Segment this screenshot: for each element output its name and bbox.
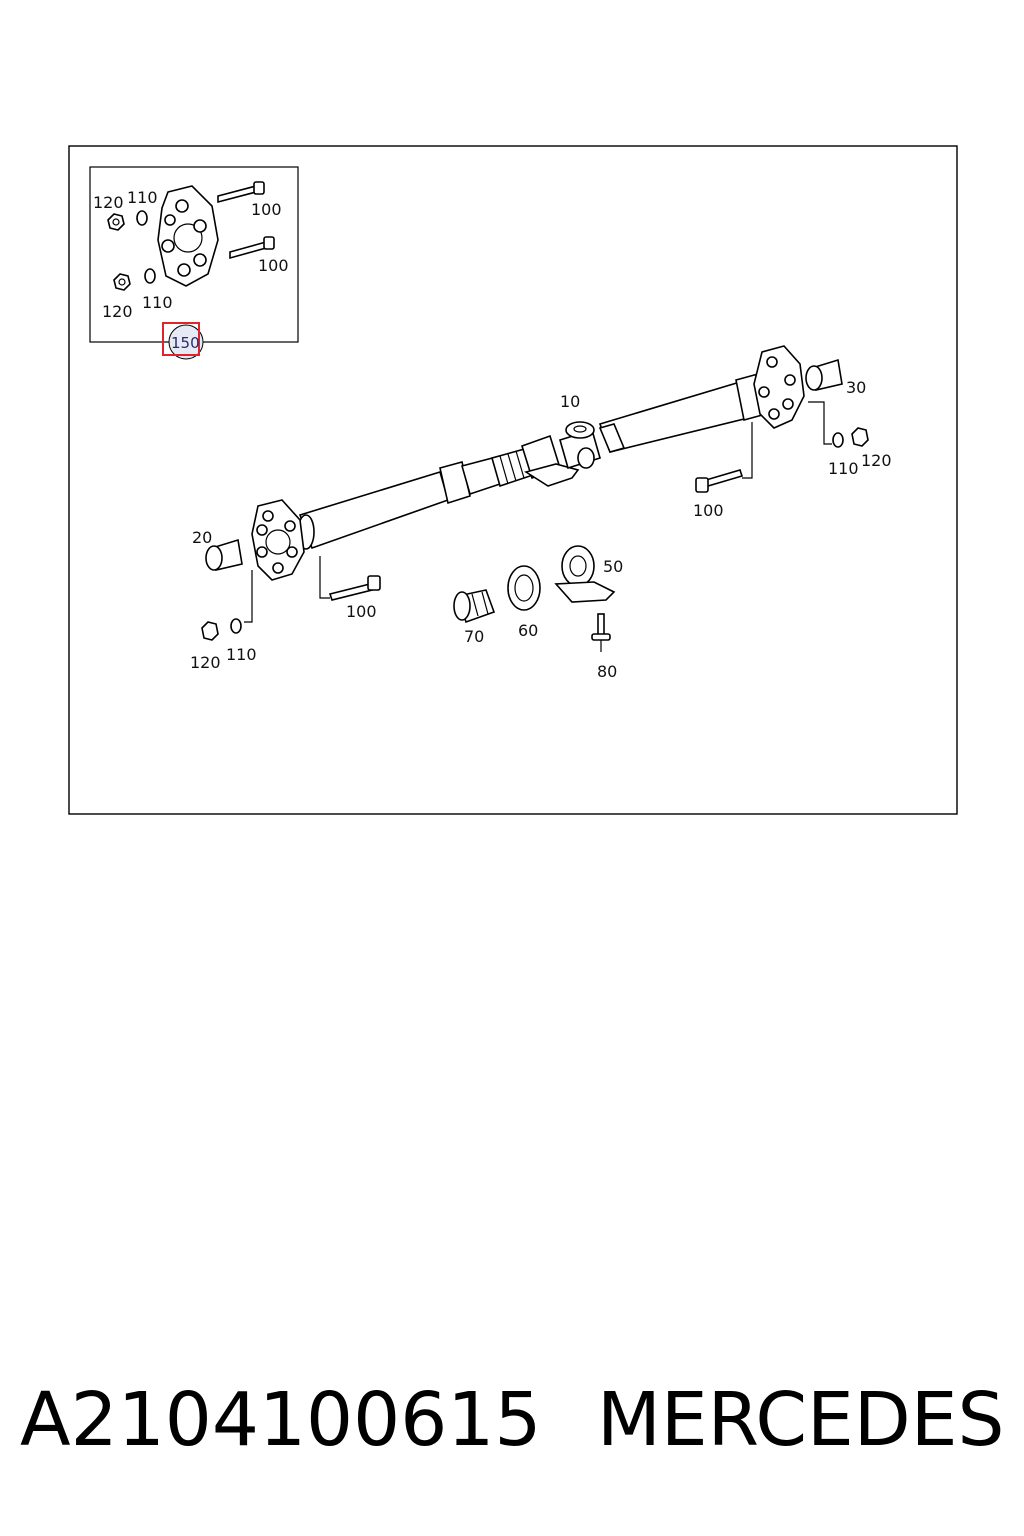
label-inset-100-b: 100 — [258, 256, 289, 275]
label-bolt-80: 80 — [597, 662, 617, 681]
brand-name: MERCEDES — [597, 1377, 1005, 1463]
label-sleeve-20: 20 — [192, 528, 212, 547]
label-sleeve-30: 30 — [846, 378, 866, 397]
right-bolt-100 — [695, 422, 753, 493]
inset-nuts-washers — [107, 210, 156, 291]
label-left-100: 100 — [346, 602, 377, 621]
parts-diagram: 120 110 100 100 120 110 150 10 30 110 12… — [68, 145, 958, 815]
label-inset-110-b: 110 — [142, 293, 173, 312]
label-right-100: 100 — [693, 501, 724, 520]
right-flex-disc — [753, 345, 805, 429]
bellow-70 — [453, 589, 496, 624]
label-left-110: 110 — [226, 645, 257, 664]
bearing-50 — [554, 545, 616, 603]
left-flex-disc — [251, 499, 305, 581]
inset-flex-disc — [157, 185, 219, 287]
label-right-120: 120 — [861, 451, 892, 470]
label-inset-100-a: 100 — [251, 200, 282, 219]
ring-60 — [507, 565, 541, 611]
right-nut-washer — [808, 401, 869, 448]
label-inset-120-b: 120 — [102, 302, 133, 321]
label-inset-110-a: 110 — [127, 188, 158, 207]
part-number: A2104100615 — [20, 1377, 542, 1463]
inset-bolts — [217, 181, 275, 260]
left-bolt-100 — [319, 556, 381, 601]
label-bearing-50: 50 — [603, 557, 623, 576]
label-left-120: 120 — [190, 653, 221, 672]
label-shaft-10: 10 — [560, 392, 580, 411]
sleeve-30 — [805, 358, 843, 391]
label-bellow-70: 70 — [464, 627, 484, 646]
callout-150[interactable] — [162, 322, 204, 360]
bolt-80 — [591, 613, 611, 652]
left-nut-washer — [201, 570, 253, 641]
diagram-frame — [68, 145, 958, 815]
callout-highlight-box — [162, 322, 200, 356]
label-inset-120-a: 120 — [93, 193, 124, 212]
footer-caption: A2104100615 MERCEDES — [0, 1370, 1024, 1470]
label-right-110: 110 — [828, 459, 859, 478]
label-callout-150[interactable]: 150 — [171, 334, 200, 352]
sleeve-20 — [205, 538, 243, 571]
propeller-shaft — [297, 373, 767, 550]
label-ring-60: 60 — [518, 621, 538, 640]
